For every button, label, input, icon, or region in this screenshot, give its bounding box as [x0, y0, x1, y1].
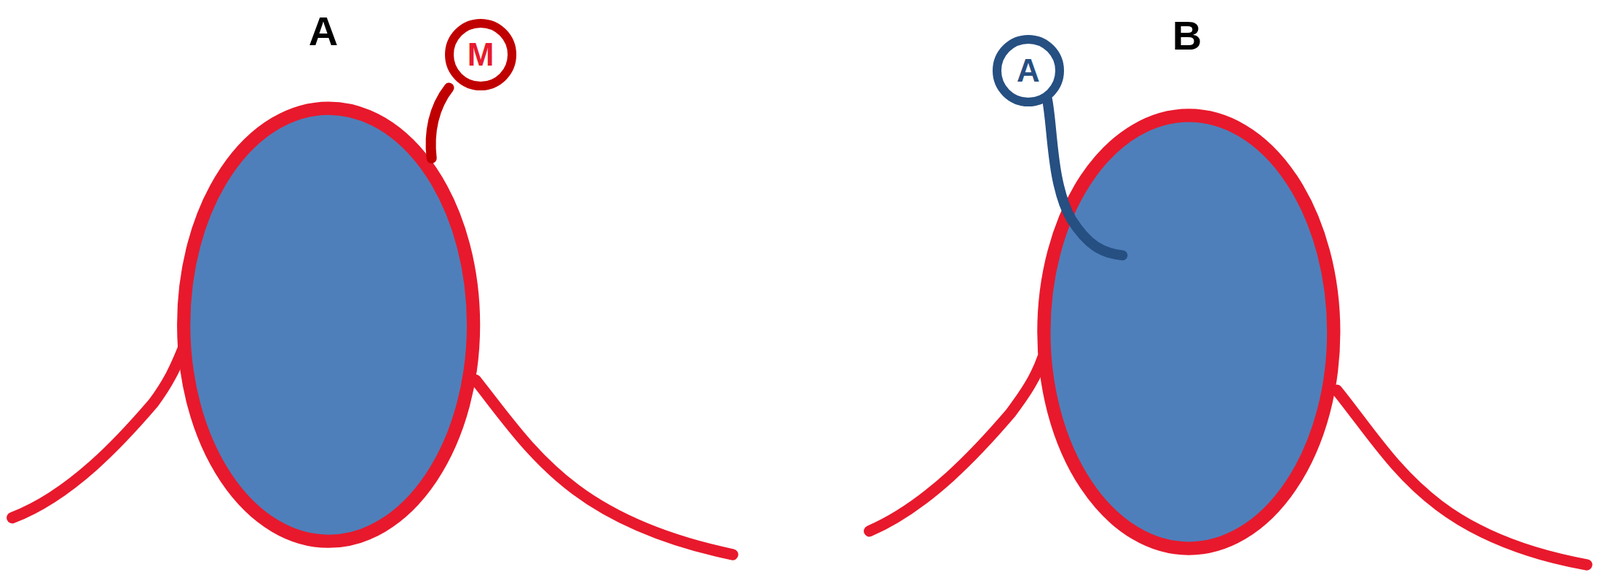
panel-label: A	[308, 7, 338, 55]
red-strand	[475, 379, 733, 555]
blue-oval	[1043, 115, 1334, 548]
blue-oval	[183, 108, 474, 542]
panel-a-figure	[12, 88, 733, 555]
circle-letter: A	[1016, 52, 1040, 89]
marker-circle: A	[991, 34, 1065, 108]
tail-line	[431, 88, 450, 159]
circle-shape	[996, 39, 1060, 102]
marker-circle: M	[444, 18, 518, 92]
panel-b-figure	[869, 98, 1587, 565]
red-wrap	[183, 108, 474, 542]
red-wrap	[1043, 115, 1334, 548]
red-strand	[869, 356, 1043, 531]
panel-label: B	[1172, 11, 1202, 59]
circle-letter: M	[467, 36, 495, 73]
red-strand	[1337, 389, 1587, 565]
tail-line	[1047, 98, 1123, 256]
red-strand	[12, 346, 184, 518]
circle-shape	[449, 23, 512, 86]
